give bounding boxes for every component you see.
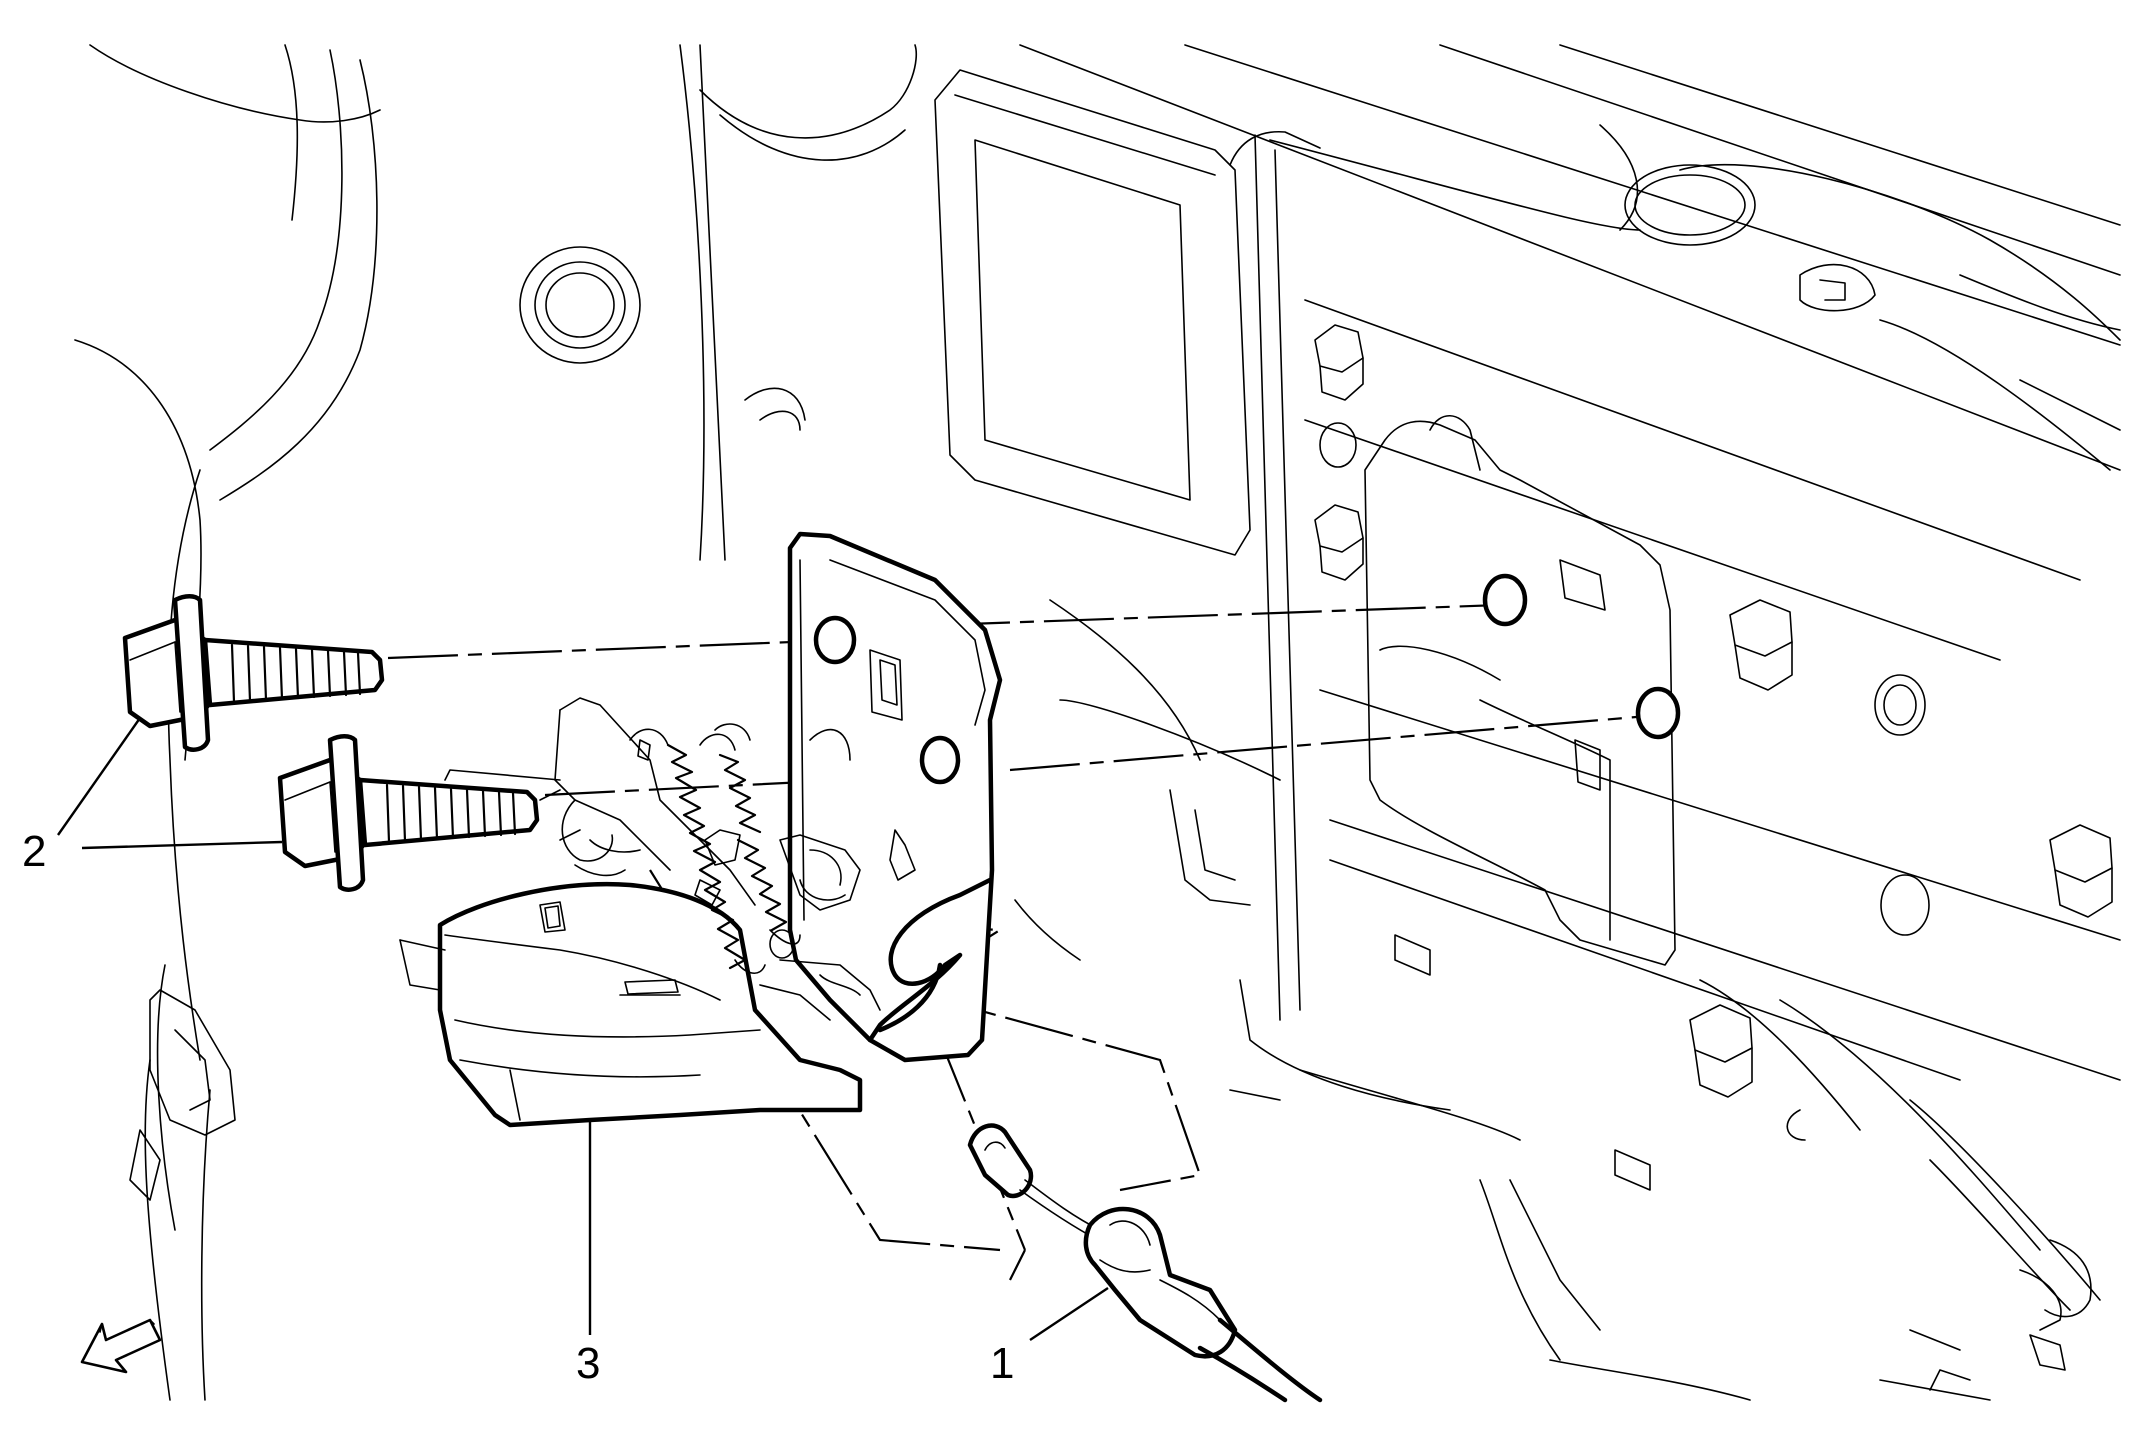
hood-latch bbox=[399, 531, 1003, 1128]
callouts: 2 3 1 bbox=[22, 827, 1014, 1388]
crossmember-holes bbox=[1482, 573, 1681, 740]
rail-bolts bbox=[1314, 324, 2113, 1098]
callout-leaders bbox=[57, 717, 1109, 1341]
callout-2: 2 bbox=[22, 827, 46, 876]
release-cable bbox=[967, 1123, 1323, 1403]
front-arrow-icon bbox=[80, 1318, 162, 1374]
vehicle-body-structure bbox=[74, 44, 2121, 1401]
latch-bolt-upper bbox=[122, 594, 385, 752]
latch-bolt-lower bbox=[277, 734, 540, 892]
latch-springs bbox=[629, 723, 801, 974]
callout-3: 3 bbox=[576, 1339, 600, 1388]
callout-1: 1 bbox=[990, 1339, 1014, 1388]
